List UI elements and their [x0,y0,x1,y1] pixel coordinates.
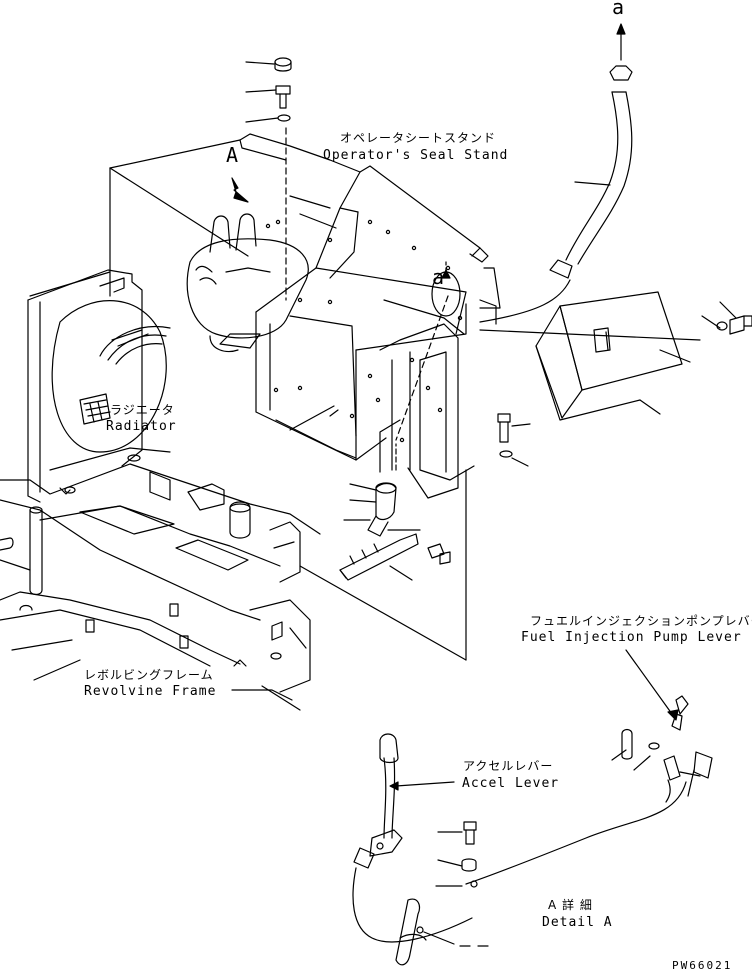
hose-elbow [343,443,397,537]
label-leaders [33,659,695,797]
detail-a-label-en: Detail A [542,915,613,930]
radiator-label-jp: ラジエータ [110,403,175,417]
seat-stand [209,133,501,499]
cover-panel [479,291,752,421]
pump-lever-label-en: Fuel Injection Pump Lever [521,630,742,645]
group-outline [109,139,467,661]
frame-label-jp: レボルビングフレーム [84,668,214,682]
hardware-stack-top [245,57,292,301]
fuel-hose-assembly [479,23,633,323]
accel-lever-label-en: Accel Lever [462,776,560,791]
seat-stand-label-en: Operator's Seal Stand [323,148,509,163]
drawing-code: PW66021 [672,959,733,972]
detail-marker-side: a [432,265,446,289]
frame-label-en: Revolvine Frame [84,684,217,699]
detail-a-label-jp: A 詳 細 [548,898,593,912]
revolving-frame [0,463,321,711]
accel-lever-detail [352,649,713,966]
bolt-washer-right [497,413,531,467]
pump-lever-label-jp: フュエルインジェクションポンプレバー [530,614,752,628]
radiator [27,269,171,503]
reservoir-tank [109,167,309,339]
view-marker-a: A [226,143,240,167]
bracket [339,529,451,581]
detail-marker-top: a [612,0,626,19]
accel-lever-label-jp: アクセルレバー [463,759,554,773]
detail-a-marker [395,261,461,441]
seat-stand-label-jp: オペレータシートスタンド [340,131,497,145]
radiator-label-en: Radiator [106,419,177,434]
